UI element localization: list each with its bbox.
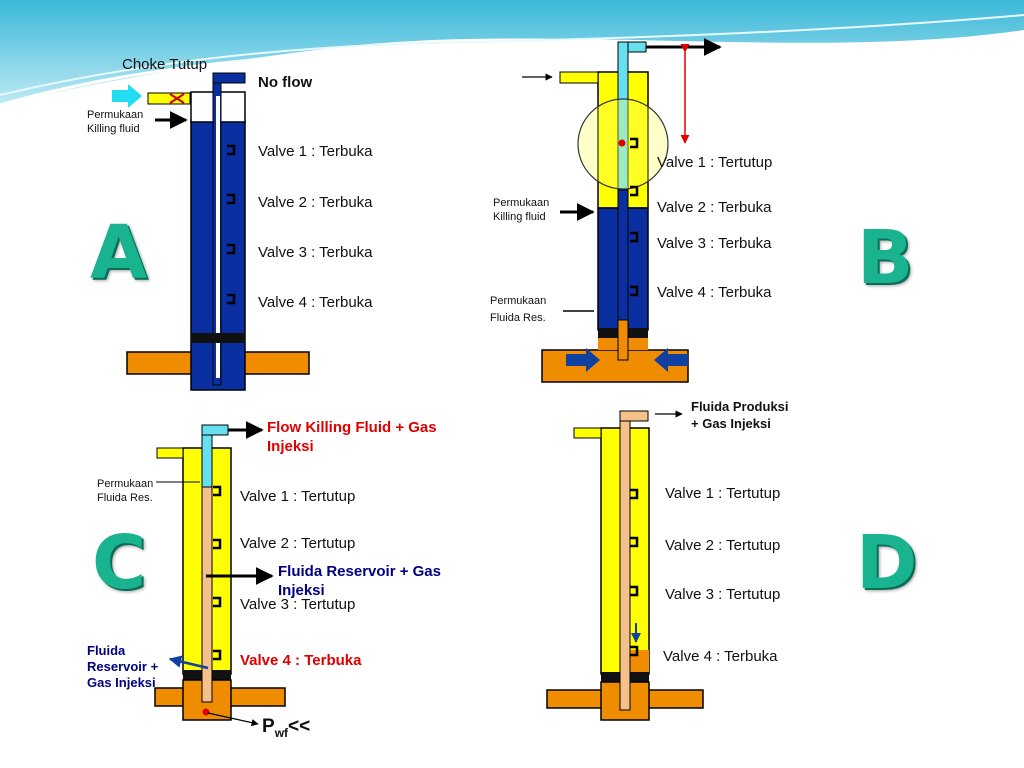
panel-a-valve-3: Valve 3 : Terbuka xyxy=(258,244,373,261)
panel-c-valve-1: Valve 1 : Tertutup xyxy=(240,488,356,505)
killing-fluid-surface-label: Permukaan Killing fluid xyxy=(87,109,144,135)
panel-b-valve-2: Valve 2 : Terbuka xyxy=(657,199,772,216)
production-output-label: Fluida Produksi + Gas Injeksi xyxy=(691,399,789,431)
panel-c-valve-4: Valve 4 : Terbuka xyxy=(240,652,362,669)
killing-fluid-surface-label: Permukaan Killing fluid xyxy=(493,197,550,223)
panel-c-well xyxy=(154,421,286,727)
pwf-suffix: << xyxy=(288,716,311,737)
panel-d-valve-1: Valve 1 : Tertutup xyxy=(665,485,781,502)
pwf-label: Pwf<< xyxy=(262,716,310,740)
pwf-symbol: P xyxy=(262,716,275,737)
panel-c-letter: C xyxy=(92,520,147,606)
reservoir-fluid-surface-label: Permukaan Fluida Res. xyxy=(97,478,154,504)
reservoir-gas-mix-label: Fluida Reservoir + Gas Injeksi xyxy=(278,563,441,599)
reservoir-fluid-surface-label: Permukaan Fluida Res. xyxy=(490,295,547,324)
panel-b-valve-3: Valve 3 : Terbuka xyxy=(657,235,772,252)
panel-a-valve-4: Valve 4 : Terbuka xyxy=(258,294,373,311)
pwf-subscript: wf xyxy=(274,725,289,740)
panel-a-letter: A xyxy=(90,210,148,296)
panel-a-valve-1: Valve 1 : Terbuka xyxy=(258,143,373,160)
no-flow-label: No flow xyxy=(258,74,313,91)
panel-d-valve-4: Valve 4 : Terbuka xyxy=(663,648,778,665)
flow-killing-fluid-label: Flow Killing Fluid + Gas Injeksi xyxy=(267,419,437,455)
panel-a-valve-2: Valve 2 : Terbuka xyxy=(258,194,373,211)
panel-d-valve-3: Valve 3 : Tertutup xyxy=(665,586,781,603)
panel-c-valve-2: Valve 2 : Tertutup xyxy=(240,535,356,552)
panel-d-valve-2: Valve 2 : Tertutup xyxy=(665,537,781,554)
panel-b-valve-4: Valve 4 : Terbuka xyxy=(657,284,772,301)
panel-d-well xyxy=(546,410,704,721)
panel-c-valve-3: Valve 3 : Tertutup xyxy=(240,596,356,613)
panel-b-valve-1: Valve 1 : Tertutup xyxy=(657,154,773,171)
background-swoosh xyxy=(0,0,1024,107)
panel-a-well xyxy=(112,72,310,391)
panel-d-letter: D xyxy=(856,520,918,606)
panel-b-well xyxy=(522,38,722,383)
choke-label: Choke Tutup xyxy=(122,56,208,73)
reservoir-gas-side-label: Fluida Reservoir + Gas Injeksi xyxy=(87,643,159,690)
panel-b-letter: B xyxy=(857,215,914,301)
